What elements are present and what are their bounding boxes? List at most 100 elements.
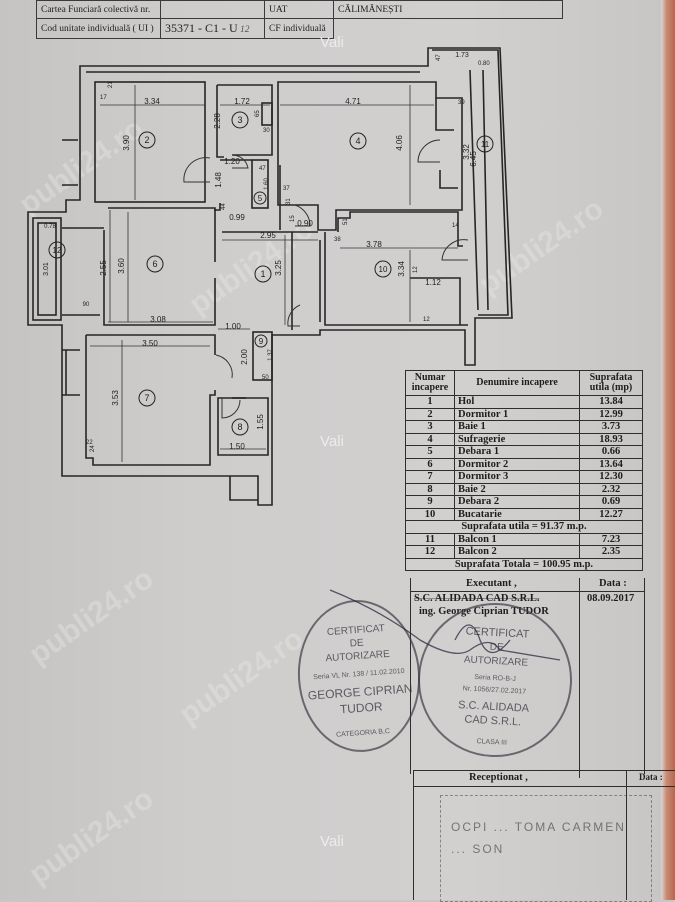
dim-label: 65 xyxy=(255,110,261,117)
room-marker-12: 12 xyxy=(48,241,66,259)
room-marker-10: 10 xyxy=(374,260,392,278)
dim-label: 1.37 xyxy=(268,349,274,361)
receptionat-date-label: Data : xyxy=(639,772,663,782)
dim-label: 4.71 xyxy=(345,97,361,106)
svg-text:6: 6 xyxy=(152,259,157,269)
svg-text:4: 4 xyxy=(355,136,360,146)
executant-date-label: Data : xyxy=(599,578,627,589)
dim-label: 6.45 xyxy=(469,151,478,167)
dim-label: 30 xyxy=(263,128,270,134)
dim-label: 37 xyxy=(283,186,290,192)
dim-label: 2.55 xyxy=(99,260,108,276)
dim-label: 4.06 xyxy=(395,135,404,151)
dim-label: 51 xyxy=(343,218,349,225)
dim-label: 3.25 xyxy=(274,260,283,276)
room-marker-9: 9 xyxy=(254,334,268,348)
ocpi-reception-stamp: OCPI ... TOMA CARMEN ... SON xyxy=(440,795,652,902)
dim-label: 24 xyxy=(90,445,96,452)
dim-label: 3.60 xyxy=(117,258,126,274)
dim-label: 3.01 xyxy=(43,262,50,276)
dim-label: 2.95 xyxy=(260,231,276,240)
dim-label: 47 xyxy=(259,166,266,172)
dim-label: 12 xyxy=(413,266,419,273)
dim-label: 1.50 xyxy=(229,442,245,451)
dim-label: 3.34 xyxy=(144,97,160,106)
svg-text:1: 1 xyxy=(260,269,265,279)
receptionat-label: Receptionat , xyxy=(469,772,528,783)
cf-individuala-value xyxy=(333,18,563,39)
dim-label: 3.34 xyxy=(397,261,406,277)
dim-label: 0.78 xyxy=(44,224,56,230)
svg-text:10: 10 xyxy=(379,265,388,274)
total-row: Suprafata Totala = 100.95 m.p. xyxy=(405,557,643,571)
header-table: Cartea Funciară colectivă nr. UAT CĂLIMĂ… xyxy=(36,0,563,39)
col-suprafata: Suprafata utila (mp) xyxy=(579,370,643,396)
col-numar: Numar incapere xyxy=(405,370,455,396)
room-marker-5: 5 xyxy=(253,191,267,205)
executant-engineer: ing. George Ciprian TUDOR xyxy=(419,606,549,617)
room-markers: 1 2 3 4 5 6 7 8 9 10 11 12 xyxy=(48,111,494,436)
dim-label: 14 xyxy=(452,223,459,229)
room-marker-11: 11 xyxy=(476,135,494,153)
svg-text:9: 9 xyxy=(259,337,264,346)
room-marker-7: 7 xyxy=(138,389,156,407)
watermark-user: Vali xyxy=(320,34,344,51)
svg-text:12: 12 xyxy=(53,246,62,255)
area-table-header: Numar incapere Denumire incapere Suprafa… xyxy=(405,370,643,396)
executant-company: S.C. ALIDADA CAD S.R.L. xyxy=(414,593,540,604)
dim-label: 1.73 xyxy=(455,52,469,59)
dim-label: 3.08 xyxy=(150,315,166,324)
watermark-user: Vali xyxy=(320,433,344,450)
dim-label: 12 xyxy=(423,317,430,323)
dim-label: 90 xyxy=(83,302,90,308)
svg-text:8: 8 xyxy=(237,422,242,432)
executant-block: Executant , Data : S.C. ALIDADA CAD S.R.… xyxy=(410,578,645,778)
dim-label: 1.20 xyxy=(224,157,240,166)
dim-label: 3.32 xyxy=(462,144,471,160)
dim-label: 15 xyxy=(290,215,296,222)
dim-label: 50 xyxy=(262,375,269,381)
col-denumire: Denumire incapere xyxy=(454,370,580,396)
svg-text:2: 2 xyxy=(144,135,149,145)
dim-label: 0.80 xyxy=(478,61,490,67)
dim-label: 1.55 xyxy=(256,414,265,430)
dim-label: 38 xyxy=(334,237,341,243)
dim-label: 2.28 xyxy=(213,113,222,129)
room-marker-8: 8 xyxy=(231,418,249,436)
dim-label: 3.53 xyxy=(111,390,120,406)
dim-label: 21 xyxy=(108,81,114,88)
dim-label: 3.78 xyxy=(366,240,382,249)
floor-plan: 1 2 3 4 5 6 7 8 9 10 11 12 3.34 3.90 17 … xyxy=(27,47,513,506)
room-marker-2: 2 xyxy=(138,131,156,149)
dim-label: 0.99 xyxy=(229,213,245,222)
svg-text:5: 5 xyxy=(258,194,263,203)
dim-label: 1.48 xyxy=(214,172,223,188)
dim-label: 39 xyxy=(458,100,465,106)
dimension-labels: 3.34 3.90 17 21 1.72 2.28 65 30 1.20 1.4… xyxy=(43,52,490,452)
dim-label: 1.60 xyxy=(264,178,270,190)
svg-text:3: 3 xyxy=(237,115,242,125)
svg-text:11: 11 xyxy=(481,140,490,149)
handwritten-note: 12 xyxy=(240,25,250,35)
watermark-user: Vali xyxy=(320,833,344,850)
cod-ui-value: 35371 - C1 - U 12 xyxy=(160,18,265,39)
dim-label: 1.00 xyxy=(225,322,241,331)
dim-label: 3.90 xyxy=(122,135,131,151)
room-marker-1: 1 xyxy=(254,265,272,283)
executant-date: 08.09.2017 xyxy=(587,593,635,604)
receptionat-block: Receptionat , Data : xyxy=(413,770,675,900)
dim-label: 22 xyxy=(86,440,93,446)
paper-edge xyxy=(661,0,675,900)
dim-label: 3.50 xyxy=(142,339,158,348)
room-marker-4: 4 xyxy=(349,132,367,150)
dim-label: 2.00 xyxy=(240,349,249,365)
dim-label: 17 xyxy=(100,95,107,101)
